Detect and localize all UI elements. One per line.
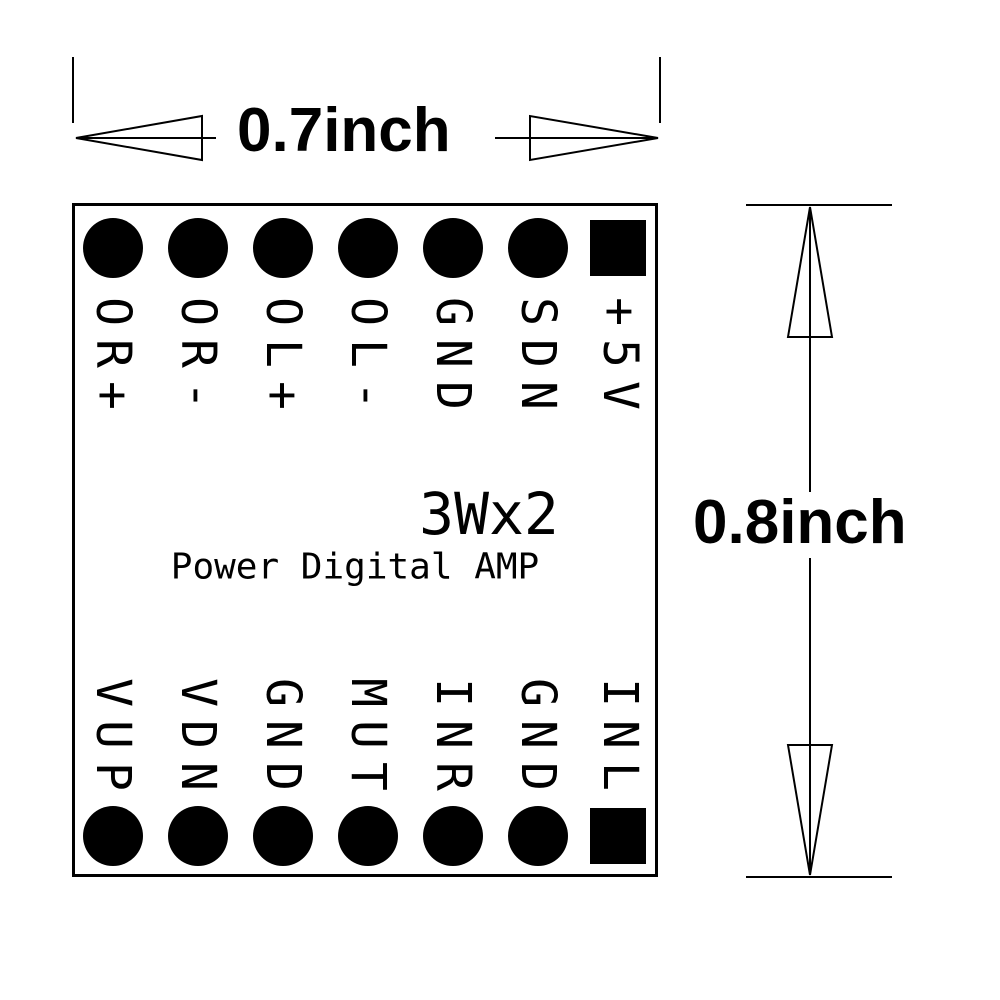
module-model-text: 3Wx2 xyxy=(419,480,559,548)
pin-pad-top-3 xyxy=(253,218,313,278)
pin-label: VDN xyxy=(170,678,226,804)
pin-pad-top-4 xyxy=(338,218,398,278)
pin-label: INR xyxy=(425,678,481,804)
pin-label: OR- xyxy=(170,297,226,423)
pin-label: GND xyxy=(255,678,311,804)
pin-label: INL xyxy=(592,678,648,804)
pin-pad-bottom-5 xyxy=(423,806,483,866)
pin-pad-top-5 xyxy=(423,218,483,278)
width-arrow-right-icon xyxy=(529,114,659,162)
board-outline xyxy=(72,203,658,877)
pin-label: OL- xyxy=(340,297,396,423)
pin-pad-bottom-4 xyxy=(338,806,398,866)
pin-pad-bottom-6 xyxy=(508,806,568,866)
pin-label: OL+ xyxy=(255,297,311,423)
pin-pad-bottom-1 xyxy=(83,806,143,866)
pin-label: SDN xyxy=(510,297,566,423)
pin-label: +5V xyxy=(592,297,648,423)
height-arrow-down-icon xyxy=(786,744,834,876)
pin-pad-top-1 xyxy=(83,218,143,278)
module-title-text: Power Digital AMP xyxy=(170,546,540,588)
width-arrow-left-icon xyxy=(75,114,203,162)
pin-pad-bottom-3 xyxy=(253,806,313,866)
pin-label: VUP xyxy=(85,678,141,804)
height-dimension-label: 0.8inch xyxy=(693,488,907,557)
height-arrow-up-icon xyxy=(786,206,834,338)
pin-pad-top-7-square xyxy=(590,220,646,276)
width-dimension-label: 0.7inch xyxy=(237,96,451,165)
pin-pad-top-6 xyxy=(508,218,568,278)
pin-label: GND xyxy=(510,678,566,804)
pin-label: OR+ xyxy=(85,297,141,423)
pin-label: MUT xyxy=(340,678,396,804)
pin-pad-bottom-2 xyxy=(168,806,228,866)
pin-label: GND xyxy=(425,297,481,423)
pin-pad-top-2 xyxy=(168,218,228,278)
pin-pad-bottom-7-square xyxy=(590,808,646,864)
